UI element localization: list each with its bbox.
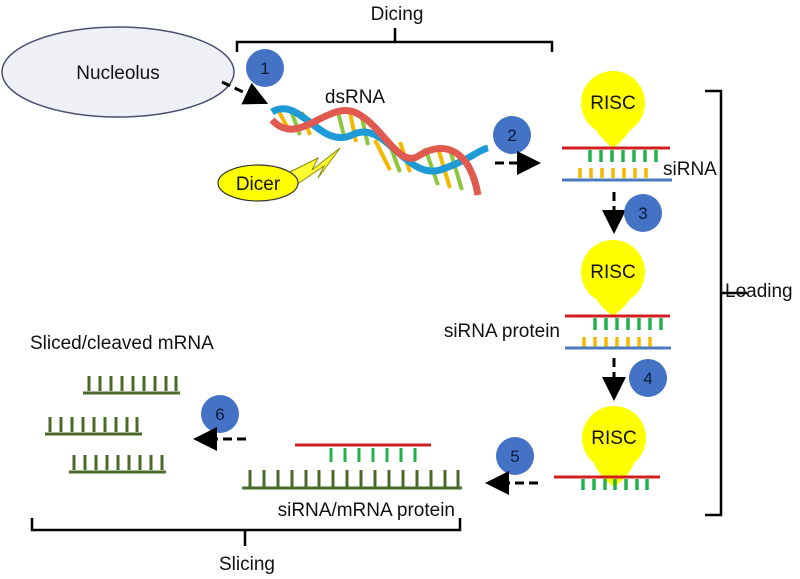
mrna-fragment-3 [69, 455, 166, 474]
svg-text:RISC: RISC [590, 262, 635, 283]
svg-text:3: 3 [638, 204, 647, 223]
svg-text:1: 1 [260, 59, 269, 78]
step-badge-6: 6 [201, 395, 239, 433]
svg-text:2: 2 [507, 126, 516, 145]
slicing-label: Slicing [219, 554, 275, 575]
sirna-mrna-complex [242, 443, 462, 490]
mrna-fragment-2 [45, 417, 142, 436]
risc-complex-2: RISC [565, 240, 671, 350]
dicer-label: Dicer [236, 174, 281, 195]
sirna-label: siRNA [663, 159, 717, 180]
dicer-enzyme: Dicer [217, 147, 341, 202]
dicing-bracket [235, 28, 554, 52]
risc-complex-1: RISC [562, 71, 672, 182]
sirna-protein-label: siRNA protein [444, 321, 560, 342]
slicing-bracket [30, 518, 462, 546]
svg-text:5: 5 [510, 447, 519, 466]
loading-bracket [705, 89, 747, 517]
dsrna-helix-icon [269, 105, 489, 196]
step-badge-2: 2 [493, 116, 531, 154]
risc-complex-3: RISC [554, 406, 660, 490]
svg-text:4: 4 [643, 369, 652, 388]
sirna-mrna-protein-label: siRNA/mRNA protein [278, 500, 455, 521]
step-badge-1: 1 [246, 49, 284, 87]
loading-label: Loading [725, 281, 793, 302]
svg-text:6: 6 [215, 405, 224, 424]
svg-text:RISC: RISC [591, 428, 636, 449]
sliced-mrna-label: Sliced/cleaved mRNA [30, 333, 214, 354]
dsrna-label: dsRNA [325, 87, 386, 108]
mrna-fragment-1 [83, 376, 180, 395]
step-badge-4: 4 [629, 359, 667, 397]
dicing-label: Dicing [371, 4, 424, 25]
nucleolus-label: Nucleolus [76, 63, 159, 84]
arrow-1 [221, 80, 269, 105]
nucleolus-ellipse [1, 26, 235, 118]
step-badge-5: 5 [496, 437, 534, 475]
step-badge-3: 3 [624, 194, 662, 232]
svg-text:RISC: RISC [590, 93, 635, 114]
